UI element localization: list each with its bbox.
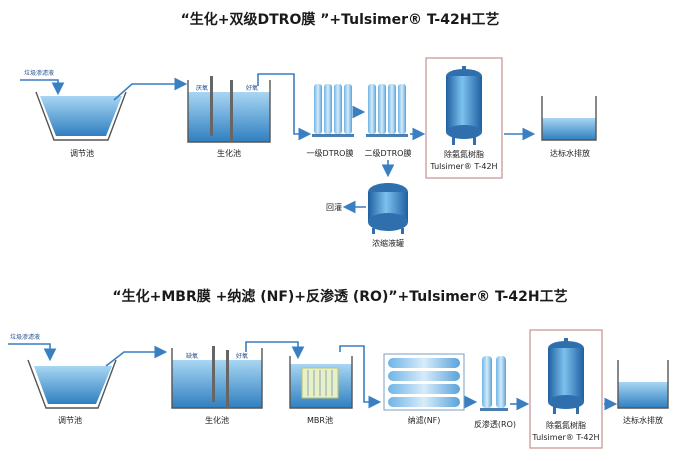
p1-resin-highlight-box [425, 57, 503, 179]
p2-nf-label: 纳滤(NF) [408, 415, 441, 425]
p1-resin-vessel [446, 66, 482, 145]
p2-tank-label: 调节池 [58, 415, 82, 425]
p1-dtro2-label: 二级DTRO膜 [365, 148, 412, 158]
p2-aerobic-label: 好氧 [236, 352, 248, 360]
p2-mbr-tank [289, 356, 353, 409]
p1-arrow-tank-bio [113, 77, 188, 101]
p1-bio-tank [187, 76, 271, 143]
p2-arrow-tank-bio [105, 345, 168, 367]
p1-dtro1-unit [312, 84, 354, 137]
p2-bio-tank [171, 346, 263, 409]
p1-regulating-tank [35, 91, 127, 141]
p1-resin-label-line1: 除氨氮树脂 [444, 149, 484, 159]
p2-arrow-bio-mbr [245, 341, 305, 360]
p1-inflow-arrow [20, 79, 65, 96]
p2-inflow-arrow [8, 343, 57, 362]
p1-aerobic-label: 好氧 [246, 84, 258, 92]
p1-tank-label: 调节池 [70, 148, 94, 158]
p1-bio-label: 生化池 [217, 148, 241, 158]
p2-inflow-label: 垃圾渗滤液 [10, 333, 40, 341]
p1-inflow-label: 垃圾渗滤液 [24, 69, 54, 77]
title-mbr-process: “生化+MBR膜 +纳滤 (NF)+反渗透 (RO)”+Tulsimer® T-… [112, 288, 567, 305]
p1-arrow-bio-dtro1 [257, 73, 312, 141]
p1-resin-label-line2: Tulsimer® T-42H [429, 162, 497, 171]
p2-anoxic-label: 缺氧 [186, 352, 198, 360]
p2-regulating-tank [27, 359, 117, 409]
p2-discharge-tank [617, 360, 669, 409]
p1-concentrate-label: 浓缩液罐 [372, 238, 404, 248]
p2-ro-label: 反渗透(RO) [474, 419, 516, 429]
p2-resin-highlight-box [529, 329, 603, 449]
p1-dtro2-unit [366, 84, 408, 137]
p2-arrow-mbr-nf [339, 345, 382, 409]
p1-dtro1-label: 一级DTRO膜 [307, 148, 354, 158]
p2-resin-vessel [548, 338, 584, 414]
p1-discharge-label: 达标水排放 [550, 148, 590, 158]
p2-mbr-label: MBR池 [307, 415, 333, 425]
p2-resin-label-line1: 除氨氮树脂 [546, 420, 586, 430]
p1-reinject-label: 回灌 [326, 202, 342, 212]
p2-ro-unit [480, 356, 508, 411]
p1-concentrate-tank [368, 183, 408, 234]
p2-bio-label: 生化池 [205, 415, 229, 425]
p2-discharge-label: 达标水排放 [623, 415, 663, 425]
p1-discharge-tank [541, 96, 597, 141]
p2-resin-label-line2: Tulsimer® T-42H [531, 433, 599, 442]
p1-anoxic-label: 厌氧 [196, 84, 208, 92]
p2-nf-unit [383, 353, 465, 411]
title-dtro-process: “生化+双级DTRO膜 ”+Tulsimer® T-42H工艺 [181, 11, 500, 28]
